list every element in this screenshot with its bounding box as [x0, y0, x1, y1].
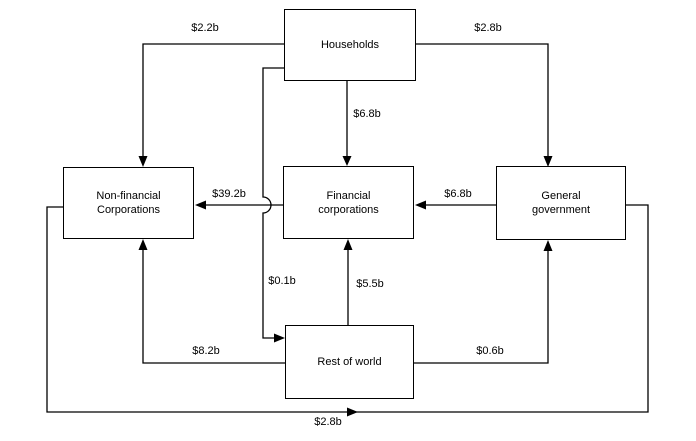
flow-amount-financial-nonfinancial: $39.2b	[212, 188, 246, 200]
flow-households-to-nonfinancial	[138, 43, 284, 167]
arrowhead-right-icon	[274, 333, 285, 343]
box-financial-corporations-label: Financial corporations	[318, 189, 379, 216]
arrowhead-up-icon	[343, 239, 353, 250]
arrowhead-up-icon	[138, 239, 148, 250]
flow-amount-restofworld-financial: $5.5b	[356, 278, 384, 290]
flow-government-to-financial	[415, 200, 496, 210]
flow-amount-households-restofworld: $0.1b	[268, 275, 296, 287]
arrowhead-up-icon	[543, 240, 553, 251]
box-financial-corporations: Financial corporations	[283, 166, 414, 239]
flow-amount-government-financial: $6.8b	[444, 188, 472, 200]
flow-restofworld-to-government	[414, 240, 553, 364]
box-general-government-label: General government	[531, 190, 591, 216]
box-households-label: Households	[320, 39, 380, 51]
box-nonfinancial-corporations: Non-financial Corporations	[63, 167, 194, 239]
arrowhead-down-icon	[342, 156, 352, 166]
flow-nonfinancial-to-government	[46, 204, 649, 417]
box-rest-of-world-label: Rest of world	[317, 356, 382, 368]
flow-amount-households-nonfinancial: $2.2b	[191, 22, 219, 34]
flow-amount-restofworld-nonfinancial: $8.2b	[192, 345, 220, 357]
box-general-government: General government	[496, 166, 626, 240]
arrowhead-down-icon	[138, 156, 148, 167]
flow-households-to-government	[416, 43, 553, 167]
flow-households-to-financial	[342, 81, 352, 166]
flow-restofworld-to-nonfinancial	[138, 239, 285, 364]
box-households: Households	[284, 9, 416, 81]
arrowhead-right-icon	[347, 407, 358, 417]
flow-amount-households-financial: $6.8b	[353, 108, 381, 120]
box-nonfinancial-corporations-label: Non-financial Corporations	[96, 190, 161, 216]
flow-amount-restofworld-government: $0.6b	[476, 345, 504, 357]
box-rest-of-world: Rest of world	[285, 325, 414, 399]
flow-restofworld-to-financial	[343, 239, 353, 325]
flow-financial-to-nonfinancial	[195, 200, 283, 210]
arrowhead-down-icon	[543, 156, 553, 167]
flow-amount-households-government: $2.8b	[474, 22, 502, 34]
arrowhead-left-icon	[195, 200, 206, 210]
arrowhead-left-icon	[415, 200, 426, 210]
flow-amount-nonfinancial-government: $2.8b	[314, 416, 342, 428]
